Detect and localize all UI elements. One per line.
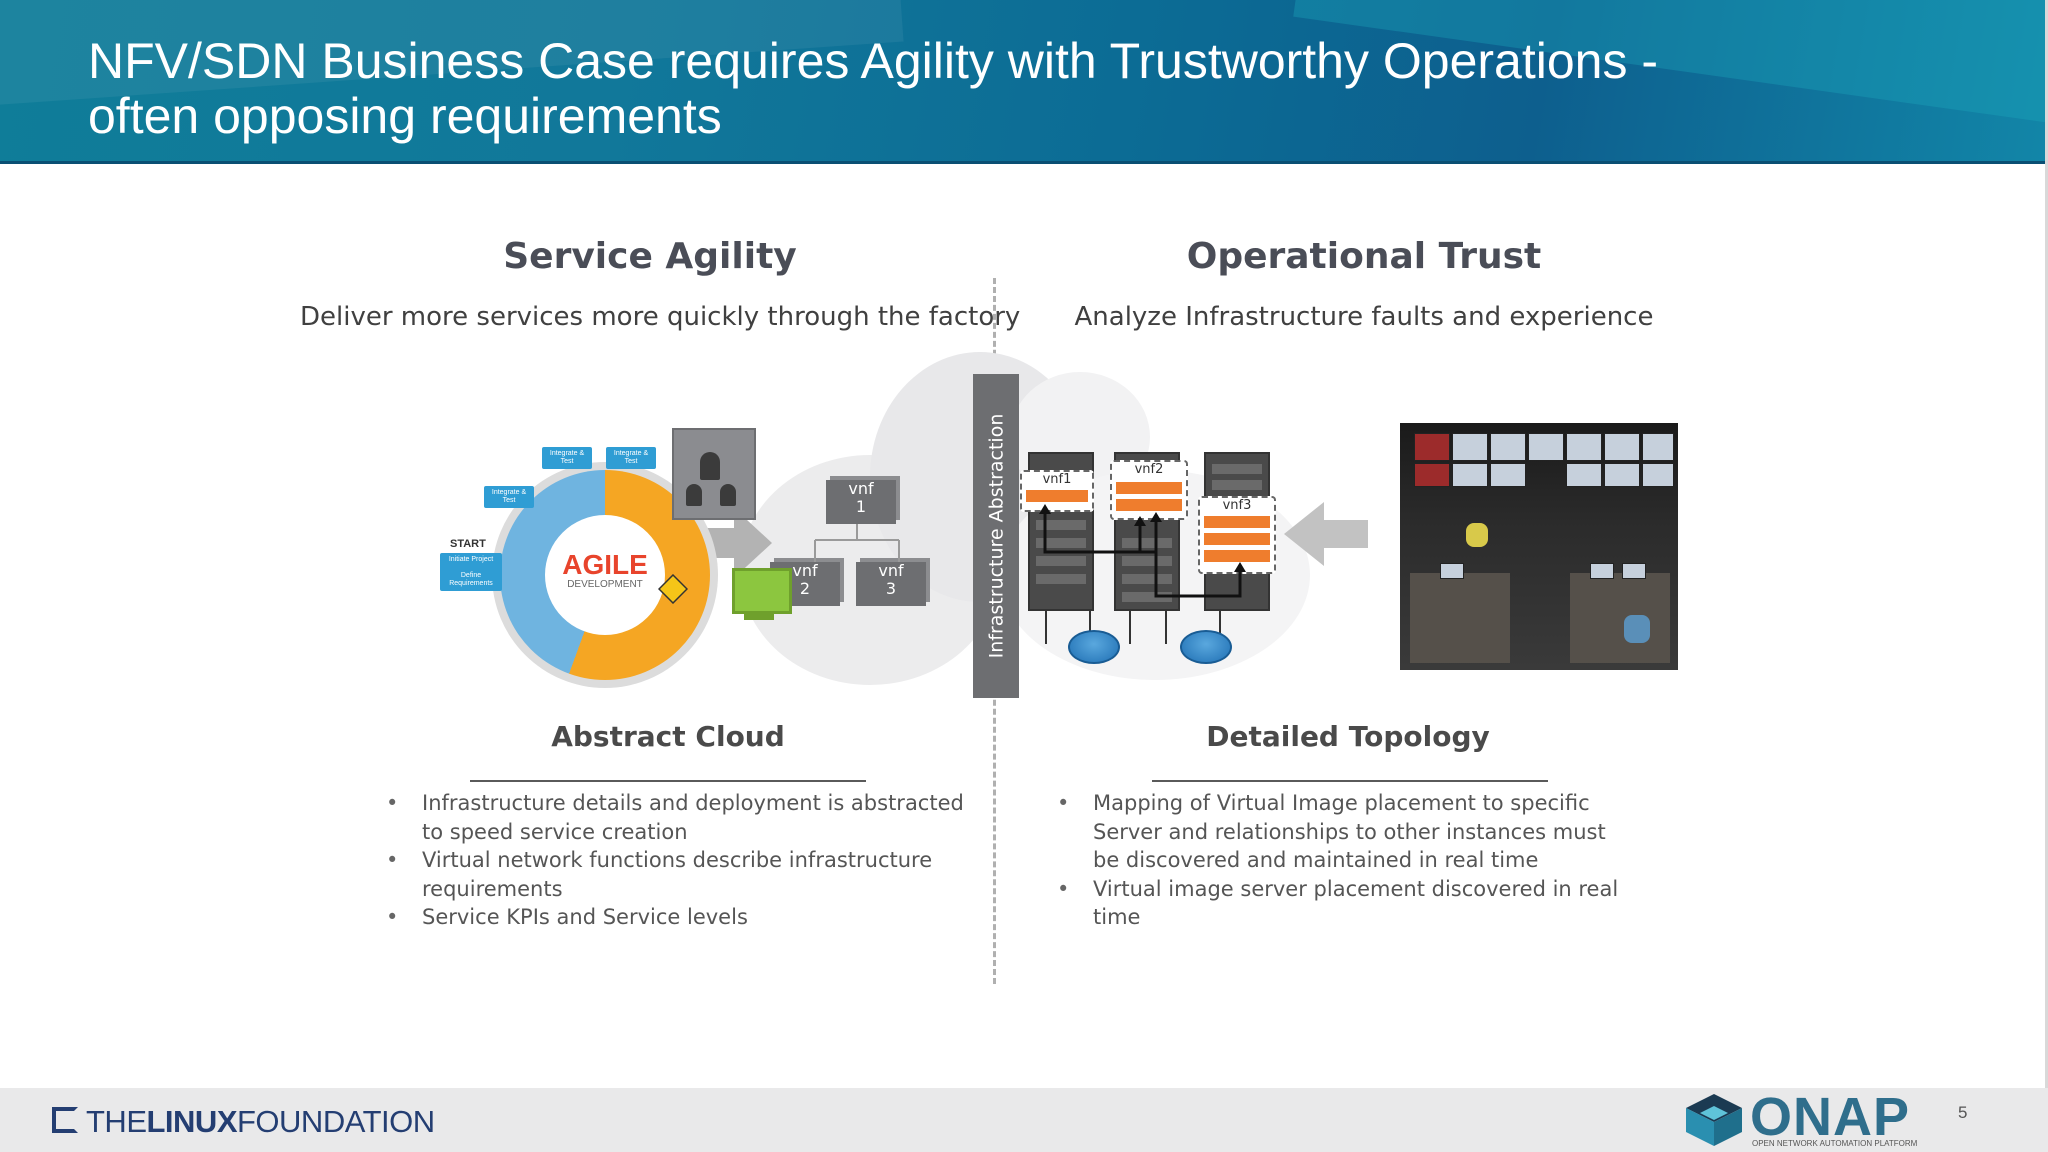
- slide-title: NFV/SDN Business Case requires Agility w…: [88, 34, 1788, 144]
- abstract-cloud-bullets: Infrastructure details and deployment is…: [386, 789, 966, 932]
- agile-bubble: Integrate & Test: [542, 447, 592, 469]
- person-icon: [720, 484, 736, 506]
- onap-logo-icon: [1686, 1094, 1742, 1146]
- continuous-visibility-panel: [672, 428, 756, 520]
- vnf-group-label: vnf2: [1134, 462, 1164, 477]
- agile-bubble: Integrate & Test: [484, 486, 534, 508]
- title-banner: [0, 0, 2048, 164]
- agile-word: AGILE: [562, 549, 648, 580]
- vnf-group-1: vnf1: [1020, 470, 1094, 512]
- infrastructure-abstraction-text: Infrastructure Abstraction: [973, 374, 1019, 698]
- agile-wheel-center: AGILE DEVELOPMENT: [545, 515, 665, 635]
- monitor-icon: [732, 568, 792, 614]
- list-item: Mapping of Virtual Image placement to sp…: [1057, 789, 1627, 875]
- vnf-group-2: vnf2: [1110, 460, 1188, 520]
- linux-foundation-the: THE: [86, 1104, 147, 1139]
- detailed-topology-bullets: Mapping of Virtual Image placement to sp…: [1057, 789, 1627, 932]
- infrastructure-abstraction-label: Infrastructure Abstraction: [985, 413, 1008, 659]
- vnf-connector-lines: [814, 524, 900, 562]
- router-icon: [1068, 630, 1120, 664]
- agile-subtitle: DEVELOPMENT: [567, 579, 643, 590]
- vnf-block: [1116, 482, 1182, 494]
- router-icon: [1180, 630, 1232, 664]
- vnf-group-3: vnf3: [1198, 496, 1276, 574]
- banner-underline: [0, 161, 2048, 164]
- arrow-left-icon: [1284, 502, 1368, 566]
- agile-bubble: Integrate & Test: [606, 447, 656, 469]
- list-item: Virtual network functions describe infra…: [386, 846, 966, 903]
- person-icon: [686, 484, 702, 506]
- page-number: 5: [1958, 1103, 1968, 1122]
- vnf-box-3: vnf 3: [856, 562, 926, 606]
- person-icon: [700, 452, 720, 480]
- onap-tagline: OPEN NETWORK AUTOMATION PLATFORM: [1752, 1139, 1918, 1148]
- vnf-block: [1204, 516, 1270, 528]
- vnf-block: [1116, 499, 1182, 511]
- agile-bubble: Initiate Project Define Requirements: [440, 553, 502, 591]
- abstract-cloud-label: Abstract Cloud: [551, 720, 785, 753]
- vnf-block: [1204, 533, 1270, 545]
- linux-foundation-logo: THELINUXFOUNDATION: [52, 1104, 435, 1140]
- onap-wordmark: ONAP: [1750, 1087, 1911, 1147]
- linux-foundation-mark: [52, 1107, 78, 1133]
- vnf-block: [1026, 490, 1088, 502]
- decision-diamond-icon: [658, 574, 688, 604]
- service-agility-heading: Service Agility: [503, 236, 797, 277]
- abstract-cloud-rule: [470, 780, 866, 782]
- operations-center-photo: [1400, 423, 1678, 670]
- linux-foundation-linux: LINUX: [146, 1104, 238, 1139]
- linux-foundation-foundation: FOUNDATION: [237, 1104, 435, 1139]
- slide-title-line-2: often opposing requirements: [88, 88, 722, 144]
- list-item: Infrastructure details and deployment is…: [386, 789, 966, 846]
- agile-start-label: START: [450, 538, 486, 550]
- vnf-block: [1204, 550, 1270, 562]
- service-agility-subheading: Deliver more services more quickly throu…: [300, 302, 1021, 332]
- arrow-right-icon: [682, 508, 772, 578]
- detailed-topology-label: Detailed Topology: [1206, 720, 1490, 753]
- vnf-group-label: vnf1: [1042, 472, 1072, 487]
- topology-connections: [1039, 504, 1246, 644]
- list-item: Virtual image server placement discovere…: [1057, 875, 1627, 932]
- vnf-box-1: vnf 1: [826, 480, 896, 524]
- operational-trust-subheading: Analyze Infrastructure faults and experi…: [1074, 302, 1654, 332]
- monitor-stand: [744, 612, 774, 620]
- infrastructure-abstraction-bar: [973, 374, 1019, 698]
- vnf-group-label: vnf3: [1222, 498, 1252, 513]
- list-item: Service KPIs and Service levels: [386, 903, 966, 932]
- operational-trust-heading: Operational Trust: [1186, 236, 1542, 277]
- slide-edge: [2045, 0, 2048, 1152]
- detailed-topology-rule: [1152, 780, 1548, 782]
- slide-title-line-1: NFV/SDN Business Case requires Agility w…: [88, 33, 1658, 89]
